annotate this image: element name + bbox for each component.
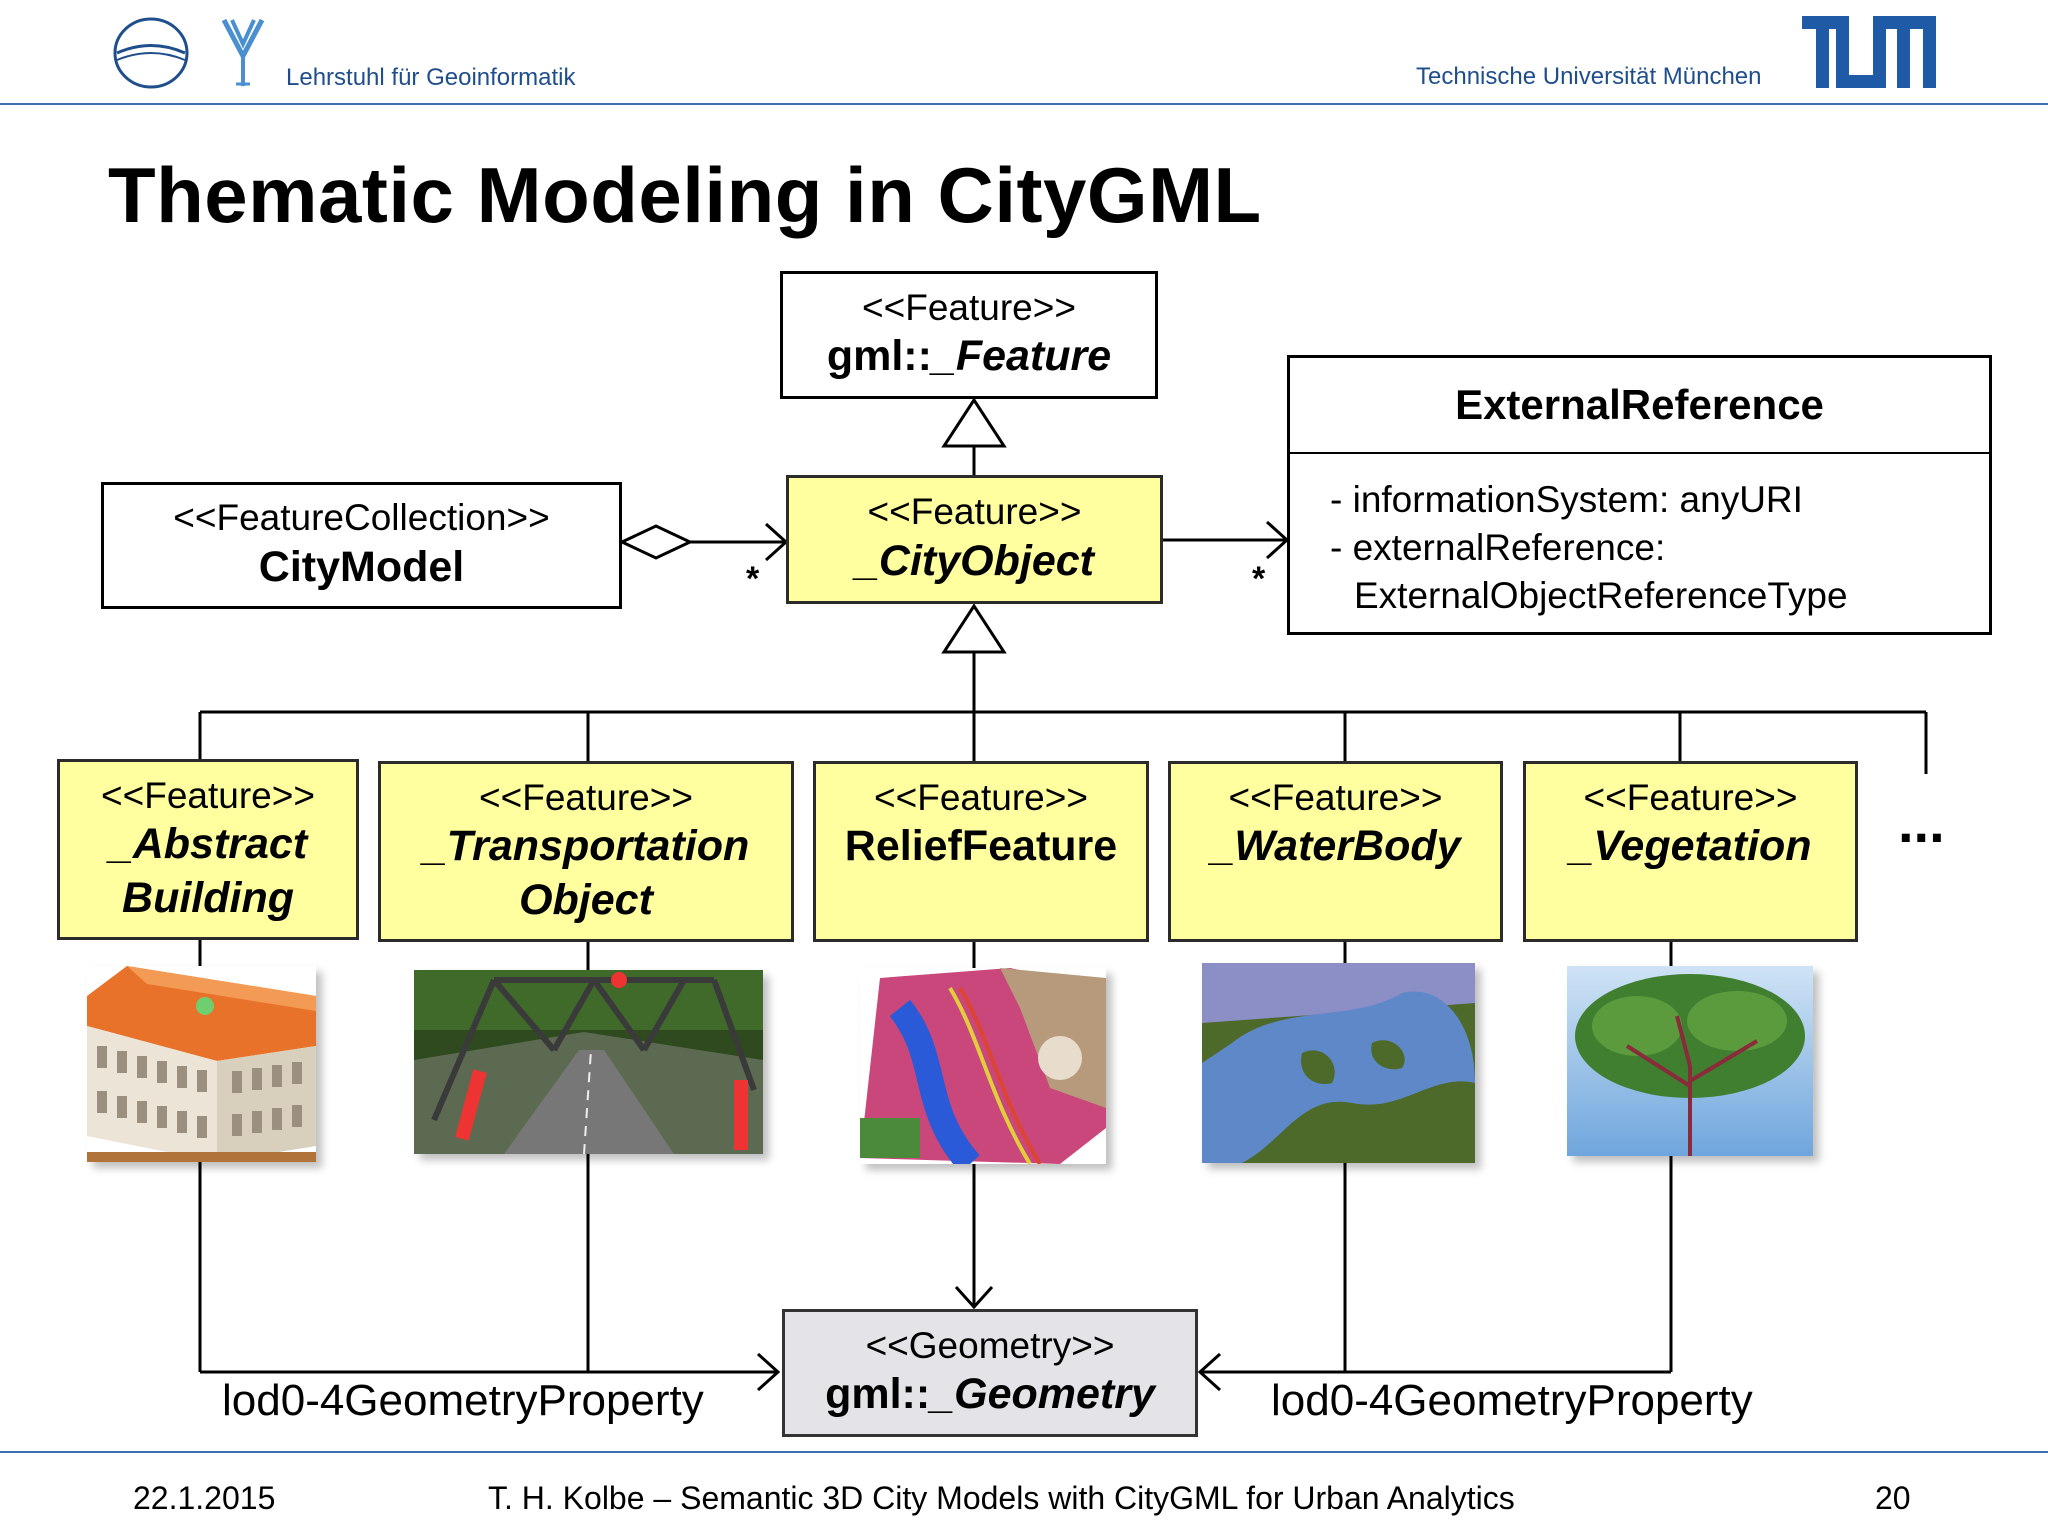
class-gml-geometry: <<Geometry>> gml::_Geometry <box>782 1309 1198 1437</box>
footer-date: 22.1.2015 <box>133 1480 276 1516</box>
class-name: ReliefFeature <box>844 822 1118 871</box>
class-name-line1: _Abstract <box>108 819 308 868</box>
header-rule <box>0 103 2048 105</box>
class-name: _Vegetation <box>1569 822 1812 871</box>
class-name: ExternalReference <box>1290 358 1989 454</box>
stereotype-label: <<Feature>> <box>874 777 1088 818</box>
class-name: _CityObject <box>855 536 1094 585</box>
class-relief-feature: <<Feature>> ReliefFeature <box>813 761 1149 942</box>
class-water-body: <<Feature>> _WaterBody <box>1168 761 1503 942</box>
vegetation-image <box>1567 966 1813 1156</box>
chair-name: Lehrstuhl für Geoinformatik <box>286 64 576 91</box>
footer-page-number: 20 <box>1875 1480 1911 1516</box>
class-gml-feature: <<Feature>> gml::_Feature <box>780 271 1158 399</box>
stereotype-label: <<Feature>> <box>1583 777 1798 818</box>
more-subclasses-ellipsis: ... <box>1898 791 1945 854</box>
attribute-item: ExternalObjectReferenceType <box>1354 575 1848 616</box>
stereotype-label: <<Feature>> <box>1228 777 1443 818</box>
name-prefix: gml:: <box>826 332 932 381</box>
building-image <box>87 966 316 1162</box>
class-name: _WaterBody <box>1210 822 1461 871</box>
stereotype-label: <<Feature>> <box>101 774 315 816</box>
attribute-list: - informationSystem: anyURI - externalRe… <box>1290 454 1989 620</box>
stereotype-label: <<Feature>> <box>862 286 1076 328</box>
multiplicity-right: * <box>1252 560 1266 598</box>
antenna-logo-icon <box>221 16 265 88</box>
bridge-image <box>414 970 763 1154</box>
role-label-left: lod0-4GeometryProperty <box>222 1376 704 1425</box>
water-body-image <box>1202 963 1475 1163</box>
class-name-line2: Object <box>519 875 653 924</box>
university-name: Technische Universität München <box>1416 63 1762 90</box>
class-name-line1: _Transportation <box>422 821 750 870</box>
class-name: gml::_Feature <box>827 330 1111 384</box>
stereotype-label: <<Geometry>> <box>865 1324 1115 1366</box>
class-name: gml::_Geometry <box>825 1368 1155 1422</box>
class-external-reference: ExternalReference - informationSystem: a… <box>1287 355 1992 635</box>
class-city-object: <<Feature>> _CityObject <box>786 475 1163 604</box>
footer-author: T. H. Kolbe – Semantic 3D City Models wi… <box>488 1480 1515 1516</box>
name-prefix: gml:: <box>825 1370 931 1419</box>
stereotype-label: <<FeatureCollection>> <box>173 497 550 539</box>
attribute-item: - informationSystem: anyURI <box>1330 479 1803 520</box>
multiplicity-left: * <box>746 560 760 598</box>
name-main: _Feature <box>931 332 1112 381</box>
tum-logo-icon <box>1802 16 1936 88</box>
name-main: _Geometry <box>930 1370 1155 1419</box>
role-label-right: lod0-4GeometryProperty <box>1271 1376 1753 1425</box>
stereotype-label: <<Feature>> <box>479 776 693 818</box>
class-name: CityModel <box>258 542 465 591</box>
page-title: Thematic Modeling in CityGML <box>108 151 1262 239</box>
attribute-item: - externalReference: <box>1330 527 1666 568</box>
stereotype-label: <<Feature>> <box>867 491 1082 533</box>
relief-image <box>860 968 1106 1164</box>
class-transportation-object: <<Feature>> _Transportation Object <box>378 761 794 942</box>
class-city-model: <<FeatureCollection>> CityModel <box>101 482 622 609</box>
footer-rule <box>0 1451 2048 1453</box>
class-vegetation: <<Feature>> _Vegetation <box>1523 761 1858 942</box>
lgi-logo-icon <box>112 16 190 90</box>
class-name-line2: Building <box>122 873 294 922</box>
class-abstract-building: <<Feature>> _Abstract Building <box>57 759 359 940</box>
